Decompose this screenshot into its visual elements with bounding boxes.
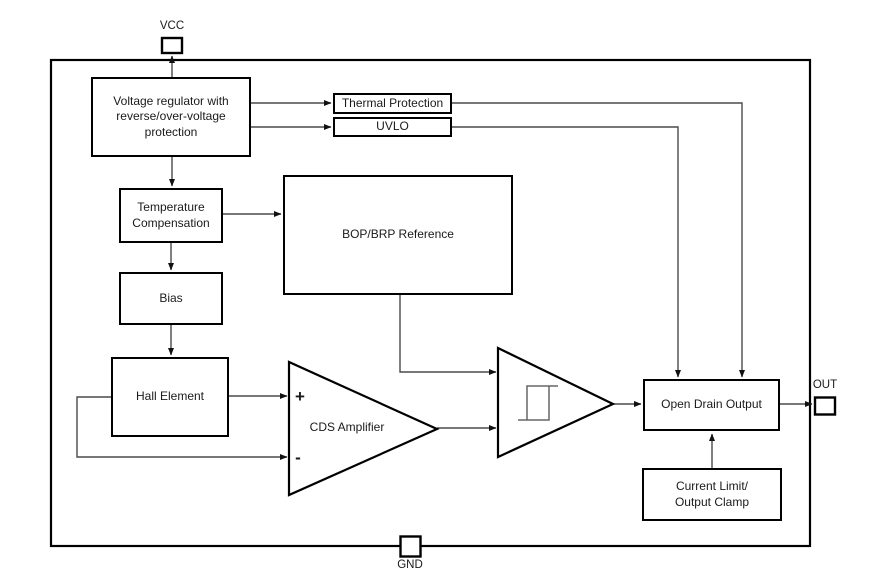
cds-amplifier-label: CDS Amplifier <box>309 419 385 434</box>
wire-reference-to-schmitt <box>399 295 497 375</box>
bias-block: Bias <box>119 272 223 325</box>
out-pin <box>813 396 837 416</box>
schmitt-trigger-triangle <box>496 346 616 459</box>
cds-amplifier-triangle <box>287 360 440 497</box>
out-pin-label: OUT <box>812 378 838 391</box>
current-limit-clamp-block: Current Limit/ Output Clamp <box>642 468 782 521</box>
vcc-pin-label: VCC <box>159 19 185 32</box>
uvlo-block: UVLO <box>333 117 452 137</box>
wire-uvlo-to-output <box>452 126 681 378</box>
wires <box>76 55 813 468</box>
gnd-pin-label: GND <box>397 558 423 571</box>
chip-outline <box>49 58 812 548</box>
open-drain-output-block: Open Drain Output <box>643 379 780 431</box>
gnd-pin <box>399 535 422 558</box>
wire-hall-to-amp-minus <box>76 396 288 460</box>
vcc-pin <box>160 36 184 55</box>
voltage-regulator-block: Voltage regulator with reverse/over-volt… <box>91 77 251 157</box>
hall-element-block: Hall Element <box>111 357 229 437</box>
bop-brp-reference-block: BOP/BRP Reference <box>283 175 513 295</box>
wire-thermal-to-output <box>452 102 745 378</box>
thermal-protection-block: Thermal Protection <box>333 93 452 114</box>
amp-plus-input-label: + <box>295 386 305 406</box>
amp-minus-input-label: - <box>295 447 301 467</box>
hysteresis-icon <box>518 385 558 421</box>
temperature-compensation-block: Temperature Compensation <box>119 188 223 243</box>
